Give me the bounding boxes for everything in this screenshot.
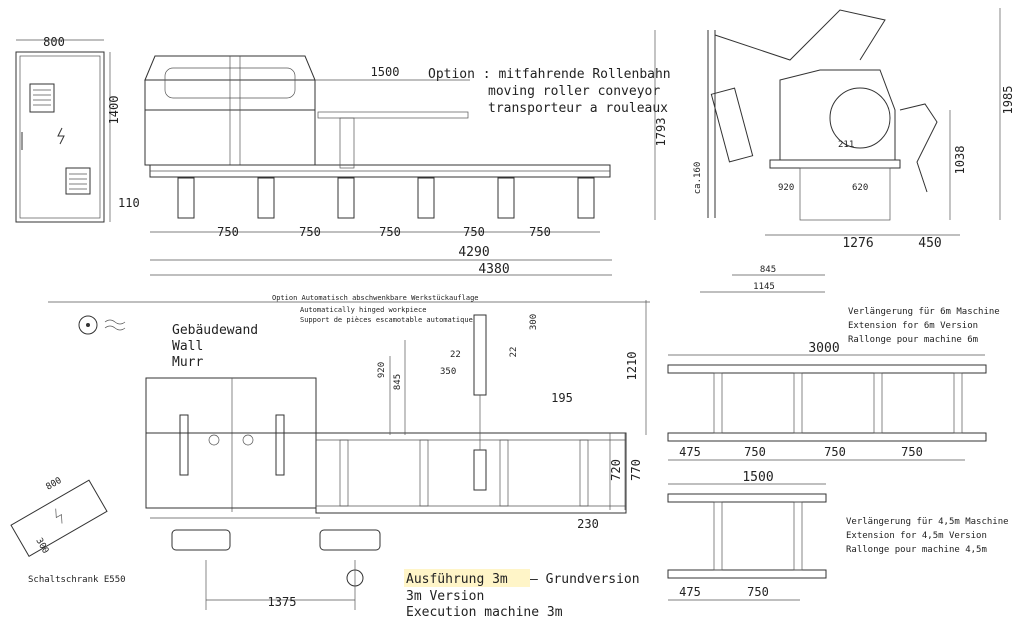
schaltschrank-width: 800	[45, 476, 64, 493]
total-length-2: 4380	[478, 262, 509, 277]
machine-elevation	[144, 55, 612, 276]
conveyor-option-title: Option : mitfahrende Rollenbahn	[428, 67, 671, 82]
plan-22a: 22	[450, 350, 461, 360]
plan-350: 350	[440, 367, 456, 377]
ext6-spacing-2: 750	[744, 445, 766, 459]
spacing-dim-5: 750	[529, 225, 551, 239]
elevation-offset-dim: 110	[118, 196, 140, 210]
side-845: 845	[760, 265, 776, 275]
spacing-dim-4: 750	[463, 225, 485, 239]
ext6-fr: Rallonge pour machine 6m	[848, 335, 978, 345]
side-1276: 1276	[842, 236, 873, 251]
ext6-de: Verlängerung für 6m Maschine	[848, 307, 1000, 317]
ext6-en: Extension for 6m Version	[848, 321, 978, 331]
plan-720: 720	[609, 459, 623, 481]
cabinet-height-dim: 1400	[107, 96, 121, 125]
execution-line2: 3m Version	[406, 589, 484, 604]
plan-view	[78, 300, 647, 610]
plan-770: 770	[629, 459, 643, 481]
wall-de: Gebäudewand	[172, 323, 258, 338]
wall-fr: Murr	[172, 355, 203, 370]
option-support-en: Automatically hinged workpiece	[300, 306, 426, 314]
ext45-en: Extension for 4,5m Version	[846, 531, 987, 541]
total-length-1: 4290	[458, 245, 489, 260]
wall-en: Wall	[172, 339, 203, 354]
execution-highlight	[404, 569, 530, 587]
schaltschrank-plan	[10, 479, 108, 558]
spacing-dim-1: 750	[217, 225, 239, 239]
ext45-de: Verlängerung für 4,5m Maschine	[846, 517, 1009, 527]
ext6-spacing-4: 750	[901, 445, 923, 459]
side-ca160: ca.160	[693, 162, 703, 195]
plan-1210: 1210	[625, 352, 639, 381]
ext45-spacing-2: 750	[747, 585, 769, 599]
cabinet-width-dim: 800	[43, 35, 65, 49]
execution-line1b: – Grundversion	[530, 572, 640, 587]
option-support-de: Option Automatisch abschwenkbare Werkstü…	[272, 294, 479, 302]
plan-300: 300	[529, 314, 539, 330]
option-support-fr: Support de pièces escamotable automatiqu…	[300, 316, 473, 324]
control-cabinet-front	[15, 39, 111, 223]
conveyor-length-dim: 1500	[371, 65, 400, 79]
side-620: 620	[852, 183, 868, 193]
plan-230: 230	[577, 517, 599, 531]
extension-6m	[667, 354, 987, 461]
ext6-spacing-3: 750	[824, 445, 846, 459]
conveyor-option-fr: transporteur a rouleaux	[488, 101, 668, 116]
plan-845: 845	[393, 374, 403, 390]
spacing-dim-2: 750	[299, 225, 321, 239]
side-1145: 1145	[753, 282, 775, 292]
ext6-length: 3000	[808, 341, 839, 356]
schaltschrank-label: Schaltschrank E550	[28, 575, 126, 585]
side-450: 450	[918, 236, 941, 251]
execution-line3: Execution machine 3m	[406, 605, 563, 620]
plan-920: 920	[377, 362, 387, 378]
conveyor-option-en: moving roller conveyor	[488, 84, 660, 99]
ext45-fr: Rallonge pour machine 4,5m	[846, 545, 987, 555]
side-h-1793: 1793	[654, 118, 668, 147]
side-h-1985: 1985	[1001, 86, 1015, 115]
ext45-spacing-1: 475	[679, 585, 701, 599]
plan-195: 195	[551, 391, 573, 405]
execution-line1: Ausführung 3m	[406, 572, 508, 587]
plan-22b: 22	[509, 347, 519, 358]
side-211: 211	[838, 140, 854, 150]
extension-4-5m	[667, 483, 827, 601]
side-h-1038: 1038	[953, 146, 967, 175]
ext6-spacing-1: 475	[679, 445, 701, 459]
spacing-dim-3: 750	[379, 225, 401, 239]
machine-side-view	[654, 8, 1001, 293]
ext45-length: 1500	[742, 470, 773, 485]
side-920: 920	[778, 183, 794, 193]
plan-1375: 1375	[268, 595, 297, 609]
